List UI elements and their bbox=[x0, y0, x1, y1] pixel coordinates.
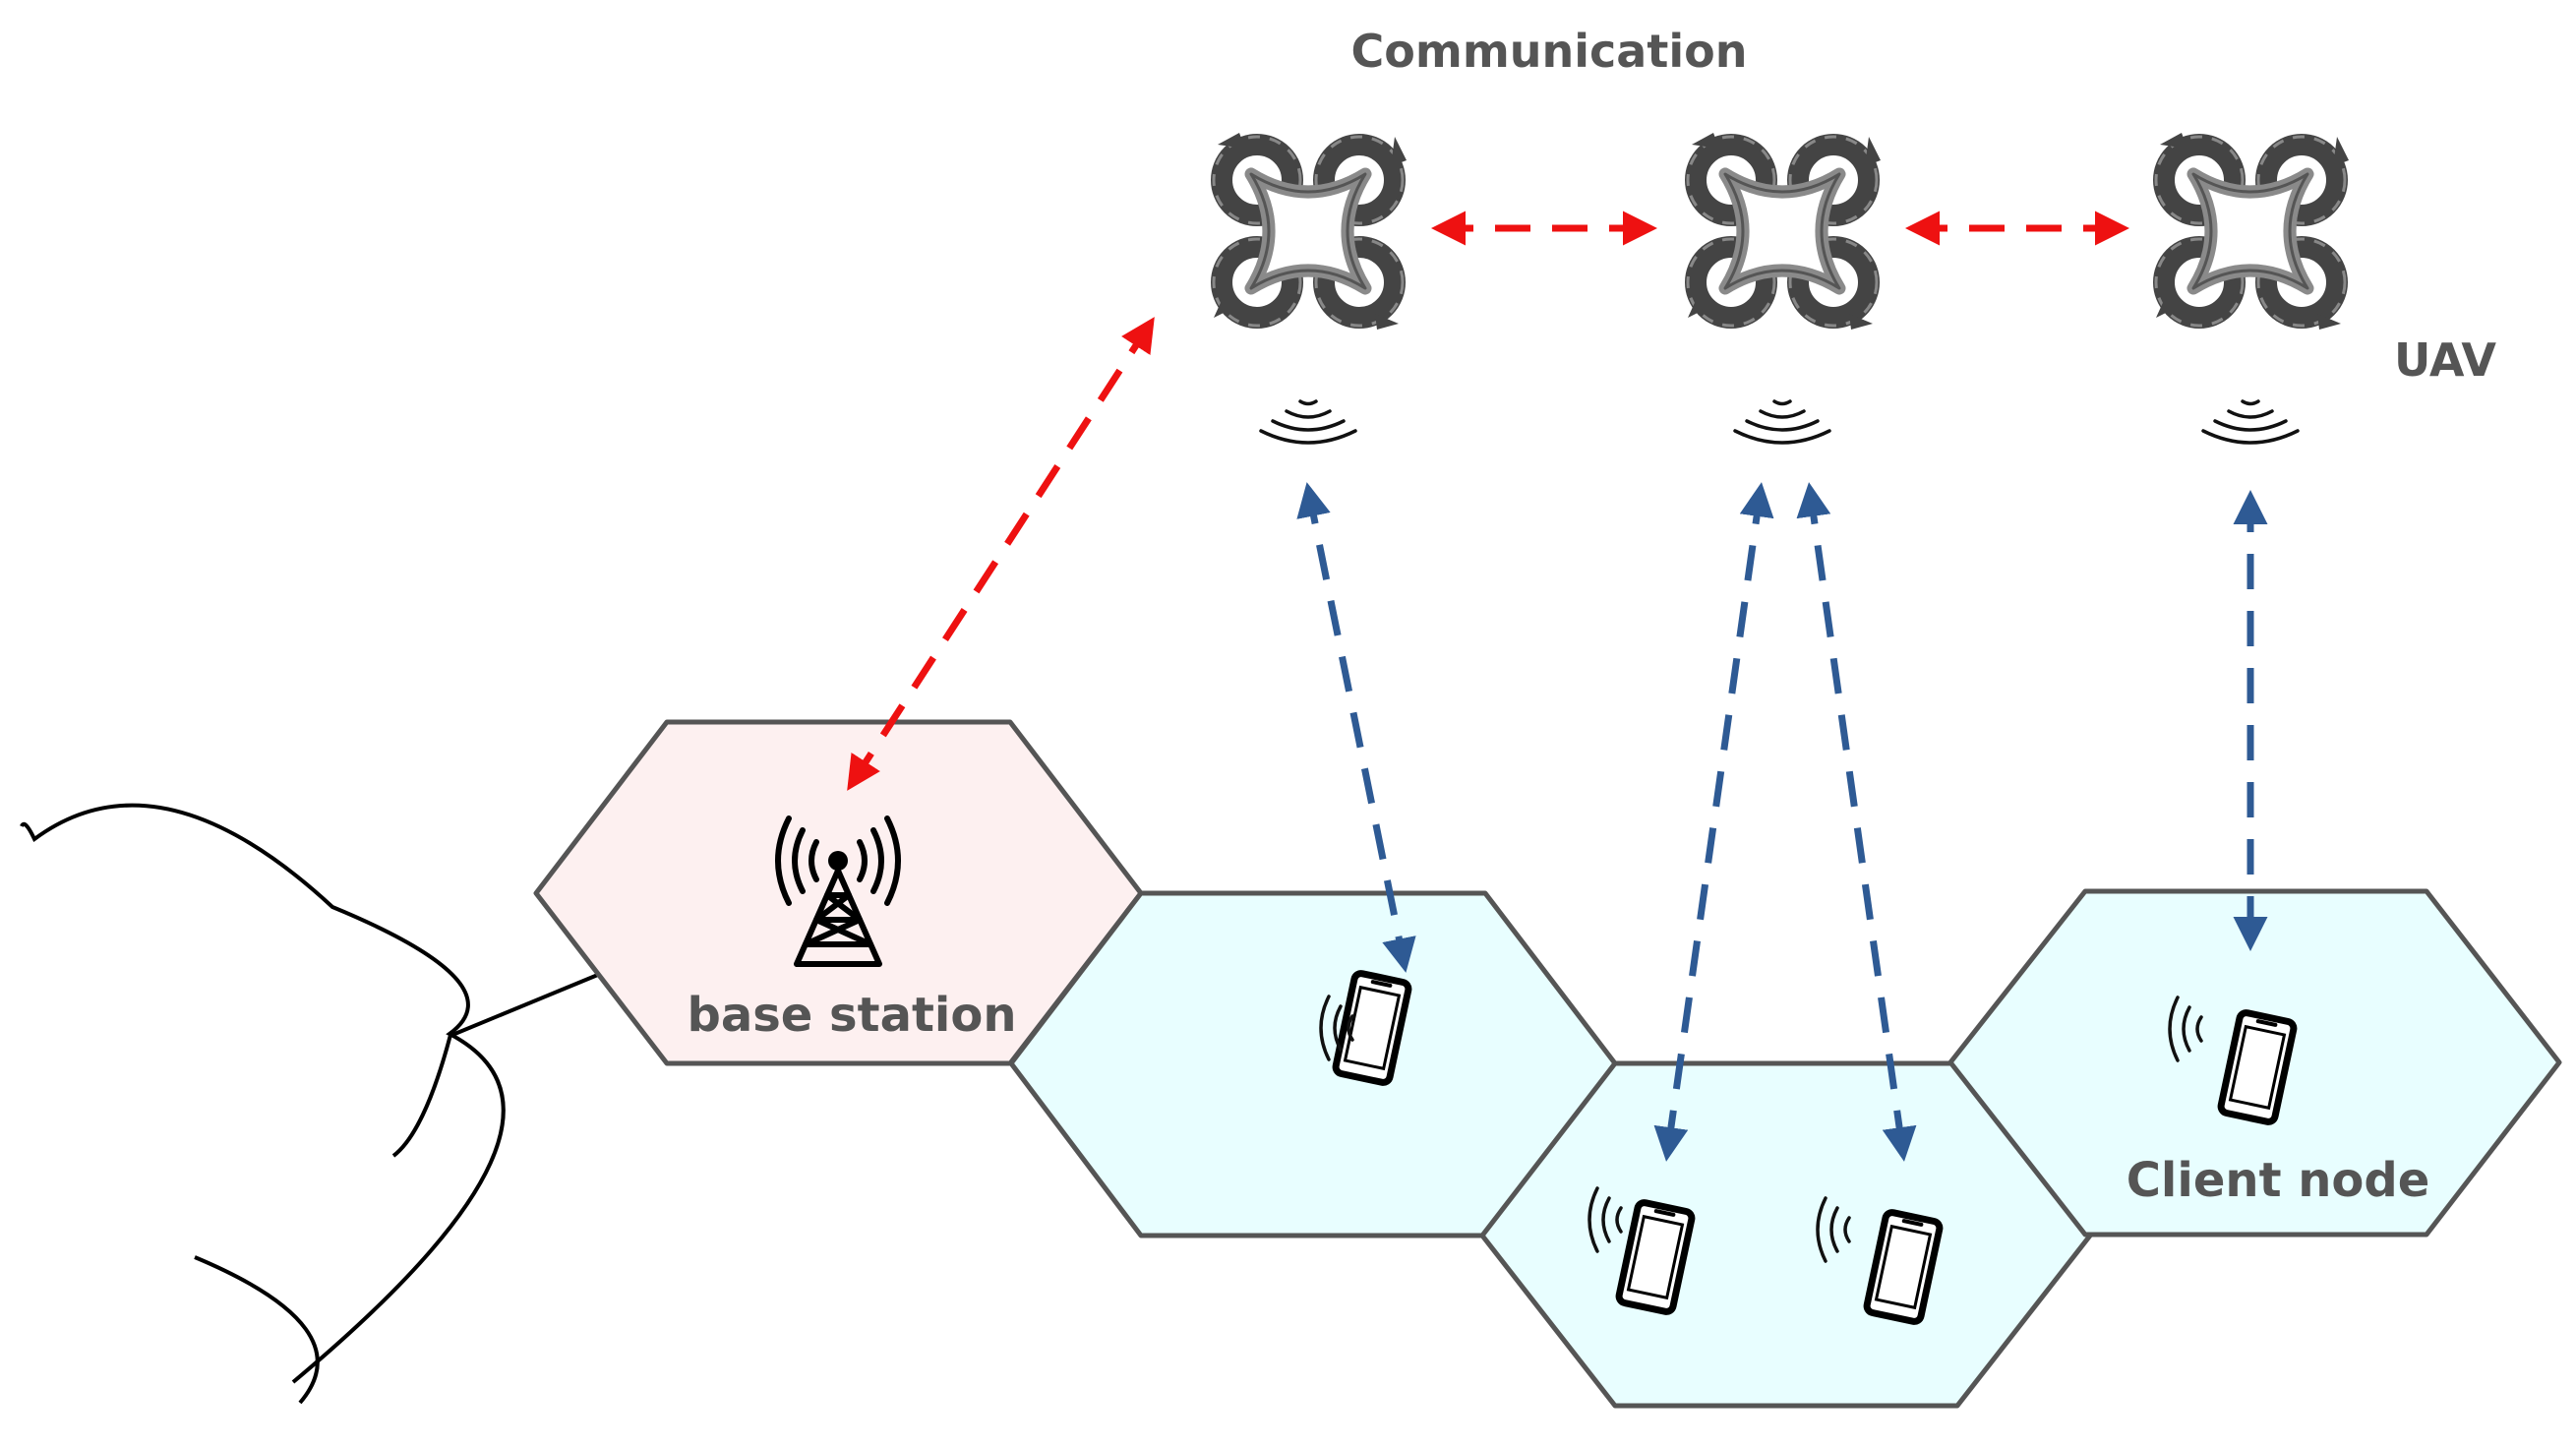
cloud-outline bbox=[20, 803, 606, 1405]
communication-label: Communication bbox=[1351, 25, 1748, 78]
wifi-signal-icon-1 bbox=[1259, 399, 1357, 445]
antenna-tower-icon bbox=[775, 815, 901, 967]
quadcopter-icon-3 bbox=[2156, 133, 2349, 330]
quadcopter-icon-1 bbox=[1214, 133, 1407, 330]
uav-label: UAV bbox=[2394, 333, 2496, 387]
wifi-signal-icon-2 bbox=[1733, 399, 1831, 445]
base-station-label: base station bbox=[687, 988, 1016, 1043]
wifi-signal-icon-3 bbox=[2201, 399, 2300, 445]
quadcopter-icon-2 bbox=[1688, 133, 1881, 330]
client-links bbox=[1296, 482, 2268, 1162]
client-node-label: Client node bbox=[2127, 1153, 2430, 1208]
uav-links bbox=[847, 211, 2129, 791]
